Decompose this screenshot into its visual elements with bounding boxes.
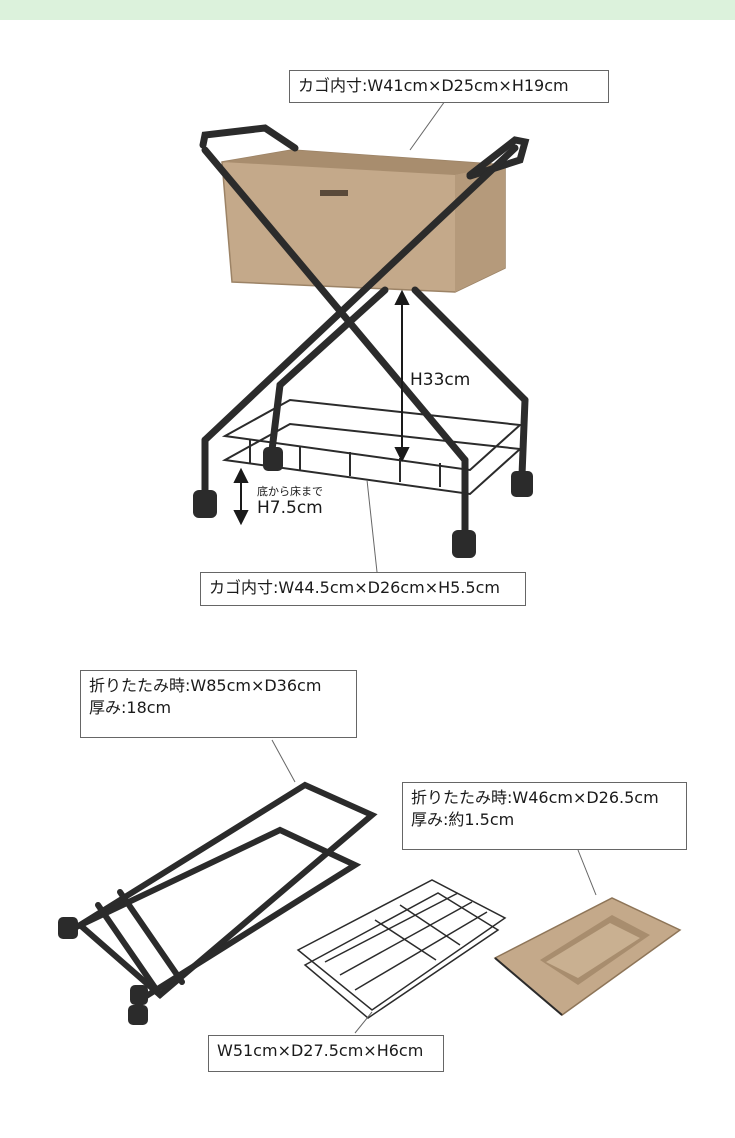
folded-frame-size-text: 折りたたみ時:W85cm×D36cm xyxy=(89,676,322,695)
wire-basket-dimension-label: W51cm×D27.5cm×H6cm xyxy=(208,1035,444,1072)
folded-bag-image xyxy=(493,897,682,1016)
folded-bag-thickness-text: 厚み:約1.5cm xyxy=(411,810,515,829)
top-color-band xyxy=(0,0,735,20)
top-basket-dimension-text: カゴ内寸:W41cm×D25cm×H19cm xyxy=(298,76,569,95)
folded-bag-dimension-label: 折りたたみ時:W46cm×D26.5cm 厚み:約1.5cm xyxy=(402,782,687,850)
floor-clearance-caption: 底から床まで xyxy=(257,485,323,498)
bottom-basket-dimension-label: カゴ内寸:W44.5cm×D26cm×H5.5cm xyxy=(200,572,526,606)
bottom-basket-dimension-text: カゴ内寸:W44.5cm×D26cm×H5.5cm xyxy=(209,578,500,597)
folded-frame-image xyxy=(58,781,378,1025)
height-dimension-text: H33cm xyxy=(410,370,471,390)
floor-clearance-value: H7.5cm xyxy=(257,498,323,518)
folded-frame-dimension-label: 折りたたみ時:W85cm×D36cm 厚み:18cm xyxy=(80,670,357,738)
assembled-cart-image xyxy=(193,100,533,573)
top-basket-dimension-label: カゴ内寸:W41cm×D25cm×H19cm xyxy=(289,70,609,103)
folded-bag-size-text: 折りたたみ時:W46cm×D26.5cm xyxy=(411,788,659,807)
folded-frame-thickness-text: 厚み:18cm xyxy=(89,698,172,717)
wire-basket-dimension-text: W51cm×D27.5cm×H6cm xyxy=(217,1041,424,1060)
folded-wire-basket-image xyxy=(296,879,507,1019)
